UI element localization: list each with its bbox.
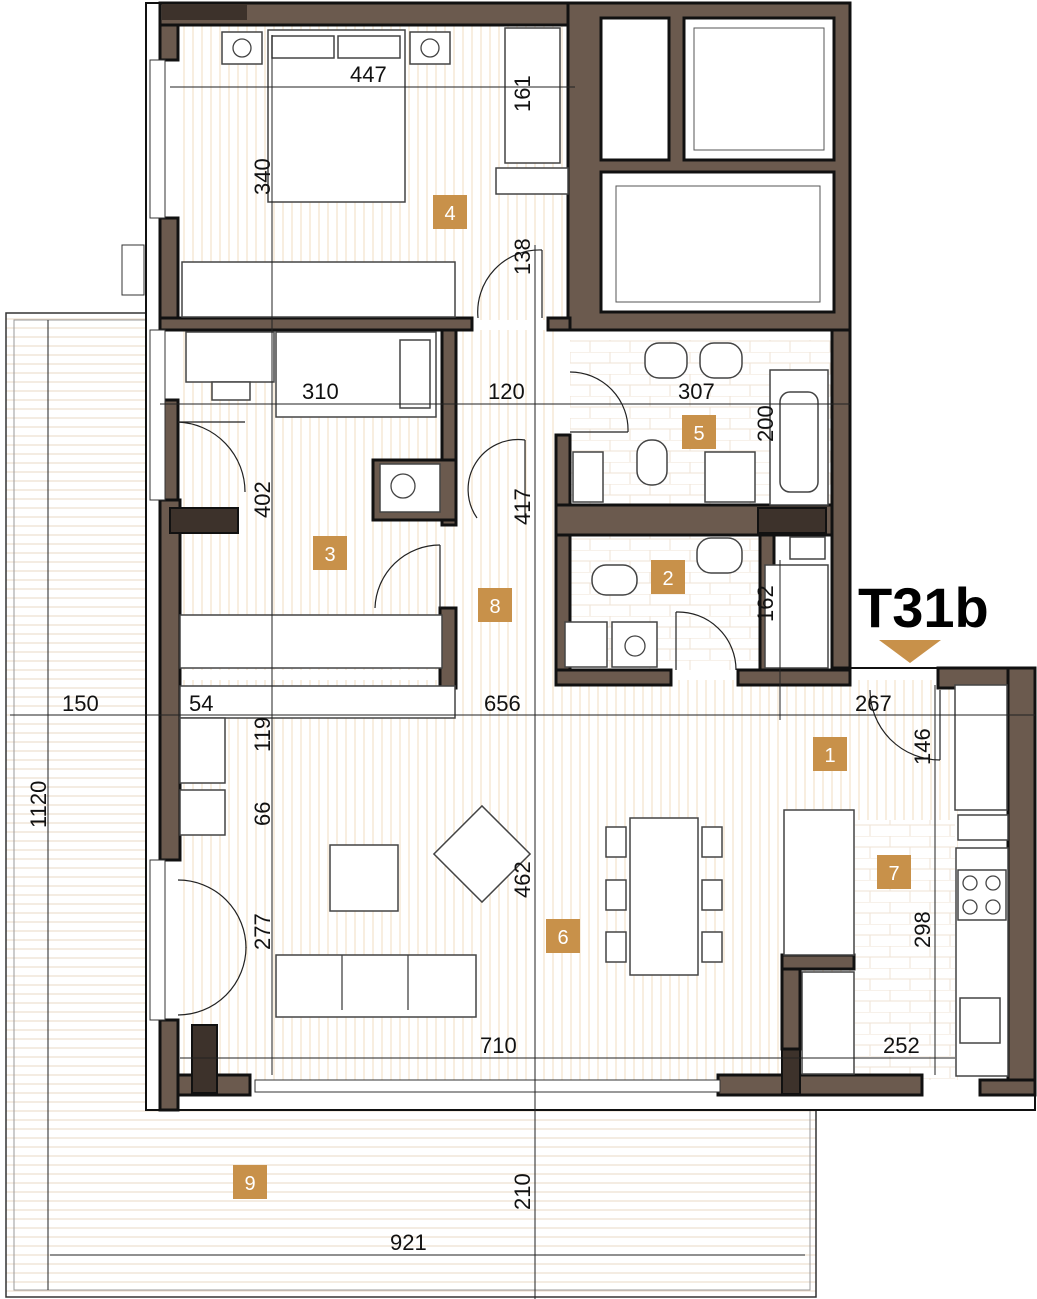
dim-150: 150 [62, 691, 99, 716]
doors [177, 249, 941, 1016]
room-badge-8: 8 [478, 588, 512, 622]
room-badge-5: 5 [682, 415, 716, 449]
dim-310: 310 [302, 379, 339, 404]
svg-text:1: 1 [824, 745, 835, 767]
dim-119: 119 [250, 717, 275, 752]
dim-340: 340 [250, 158, 275, 195]
armchair [432, 804, 532, 904]
dining-table [629, 817, 699, 976]
dim-921: 921 [390, 1230, 427, 1255]
room-badge-4: 4 [433, 195, 467, 229]
room-badge-7: 7 [877, 855, 911, 889]
dim-200: 200 [753, 405, 778, 442]
windows [121, 59, 721, 1093]
room-badge-2: 2 [651, 560, 685, 594]
dim-307: 307 [678, 379, 715, 404]
dim-298: 298 [910, 911, 935, 948]
svg-text:7: 7 [888, 863, 899, 885]
entrance-arrow-icon [879, 640, 941, 663]
wardrobe [504, 27, 561, 164]
room-badge-3: 3 [313, 536, 347, 570]
kitchen-island [783, 809, 855, 956]
dim-161: 161 [510, 75, 535, 112]
dimension-lines [10, 35, 1035, 1299]
room-badge-6: 6 [546, 919, 580, 953]
dim-402: 402 [250, 481, 275, 518]
dim-66: 66 [250, 802, 275, 826]
unit-title: T31b [858, 576, 989, 639]
dim-710: 710 [480, 1033, 517, 1058]
dim-417: 417 [510, 488, 535, 525]
dim-210: 210 [510, 1173, 535, 1210]
dresser [181, 261, 456, 318]
dim-138: 138 [510, 238, 535, 275]
room-badge-9: 9 [233, 1165, 267, 1199]
dim-1120: 1120 [26, 781, 51, 828]
furniture [179, 27, 1009, 1077]
tv-unit [179, 685, 456, 719]
svg-text:9: 9 [244, 1173, 255, 1195]
coffee-table [329, 844, 399, 912]
dim-162: 162 [753, 585, 778, 622]
dimension-labels: 447 161 340 138 310 120 307 200 402 417 … [26, 62, 935, 1255]
dim-277: 277 [250, 913, 275, 950]
wardrobe-hall [954, 684, 1008, 811]
toilet [636, 439, 668, 486]
room-badge-1: 1 [813, 737, 847, 771]
svg-text:8: 8 [489, 596, 500, 618]
svg-text:3: 3 [324, 544, 335, 566]
dim-120: 120 [488, 379, 525, 404]
dim-146: 146 [910, 728, 935, 765]
dim-656: 656 [484, 691, 521, 716]
dim-267: 267 [855, 691, 892, 716]
svg-text:2: 2 [662, 568, 673, 590]
dim-54: 54 [189, 691, 213, 716]
svg-text:6: 6 [557, 927, 568, 949]
room-badges: 1 2 3 4 5 6 7 8 9 [233, 195, 911, 1199]
sofa [275, 954, 477, 1018]
wardrobe-2 [179, 614, 443, 669]
dim-252: 252 [883, 1033, 920, 1058]
svg-text:5: 5 [693, 423, 704, 445]
dim-447: 447 [350, 62, 387, 87]
svg-text:4: 4 [444, 203, 455, 225]
dim-462: 462 [510, 861, 535, 898]
